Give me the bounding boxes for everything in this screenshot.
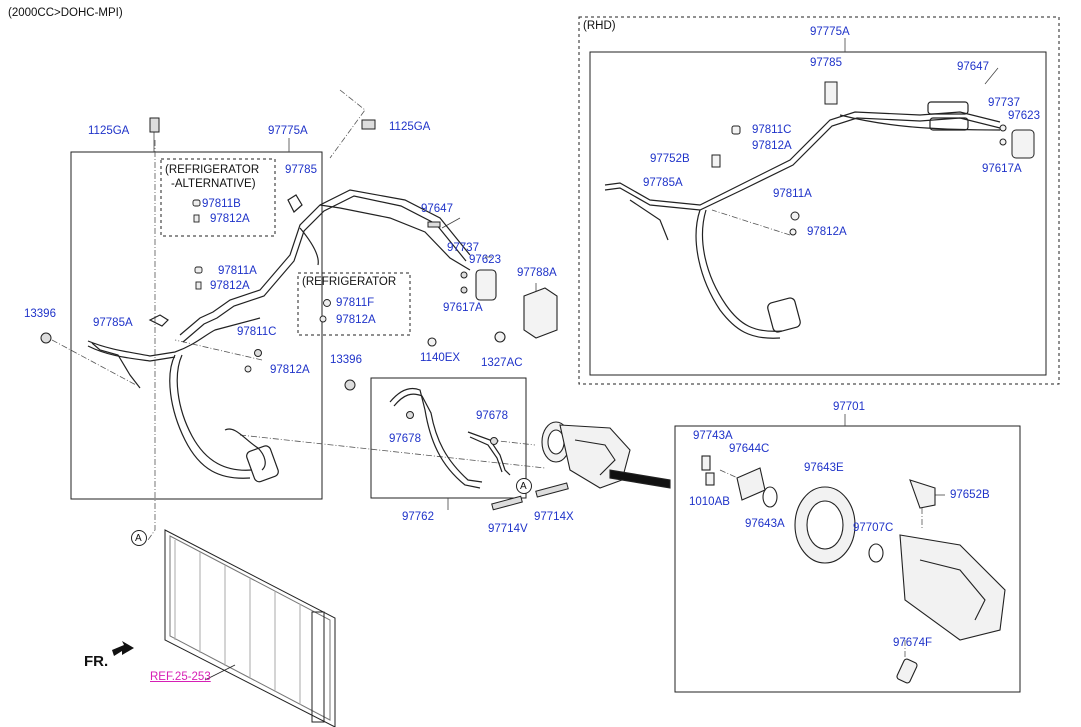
circle-marker-a-center	[516, 478, 532, 494]
comp-part-1010AB[interactable]: 1010AB	[689, 496, 730, 508]
rhd-part-97812A-a[interactable]: 97812A	[752, 140, 792, 152]
part-97737[interactable]: 97737	[447, 242, 479, 254]
rhd-hose-assembly	[604, 101, 1001, 339]
rhd-part-97811C[interactable]: 97811C	[752, 124, 792, 136]
part-97775A[interactable]: 97775A	[268, 125, 308, 137]
main-hose-group-box	[70, 151, 323, 500]
compressor-exploded	[701, 455, 1006, 684]
rhd-part-97785A[interactable]: 97785A	[643, 177, 683, 189]
fasteners	[40, 117, 569, 511]
rhd-part-97811A[interactable]: 97811A	[773, 188, 812, 200]
ref-pointer-line	[204, 664, 236, 681]
refrigerator-alt-box	[160, 158, 276, 237]
part-97812A-alt[interactable]: 97812A	[210, 213, 250, 225]
rhd-inner-box	[589, 51, 1047, 376]
rhd-part-97623[interactable]: 97623	[1008, 110, 1040, 122]
part-97811C[interactable]: 97811C	[237, 326, 277, 338]
part-97811A[interactable]: 97811A	[218, 265, 257, 277]
circle-marker-a-left	[131, 530, 147, 546]
refrigerator-box	[297, 272, 411, 336]
compressor-main	[541, 421, 671, 489]
comp-part-97707C[interactable]: 97707C	[853, 522, 894, 534]
condenser	[164, 529, 336, 727]
part-97812A-ref[interactable]: 97812A	[336, 314, 376, 326]
comp-part-97674F[interactable]: 97674F	[893, 637, 933, 649]
discharge-hose	[389, 387, 511, 489]
rhd-small-parts	[711, 81, 1035, 236]
comp-part-97643E[interactable]: 97643E	[804, 462, 844, 474]
part-97647[interactable]: 97647	[421, 203, 453, 215]
part-97785A[interactable]: 97785A	[93, 317, 133, 329]
part-1140EX[interactable]: 1140EX	[420, 352, 461, 364]
part-13396-left[interactable]: 13396	[24, 308, 56, 320]
compressor-group-box	[674, 425, 1021, 693]
comp-part-97652B[interactable]: 97652B	[950, 489, 990, 501]
part-1125GA-right[interactable]: 1125GA	[389, 121, 431, 133]
part-1327AC[interactable]: 1327AC	[481, 357, 523, 369]
part-13396-mid[interactable]: 13396	[330, 354, 362, 366]
refrigerator-title: (REFRIGERATOR	[302, 276, 397, 288]
part-97811F[interactable]: 97811F	[336, 297, 375, 309]
circle-marker-a-center-label: A	[520, 481, 527, 492]
receiver-drier-parts	[427, 269, 558, 347]
part-97714V[interactable]: 97714V	[488, 523, 528, 535]
circle-marker-a-left-label: A	[135, 533, 142, 544]
part-97812A-a[interactable]: 97812A	[210, 280, 250, 292]
part-97788A[interactable]: 97788A	[517, 267, 557, 279]
part-1125GA-left[interactable]: 1125GA	[88, 125, 130, 137]
comp-part-97743A[interactable]: 97743A	[693, 430, 733, 442]
comp-part-97643A[interactable]: 97643A	[745, 518, 785, 530]
rhd-outer-box	[578, 16, 1060, 385]
refrigerator-alt-title: (REFRIGERATOR	[165, 164, 260, 176]
front-direction-label: FR.	[84, 653, 109, 670]
main-hose-assembly	[87, 189, 471, 483]
refrigerator-alt-subtitle: -ALTERNATIVE)	[171, 178, 256, 190]
rhd-part-97812A-b[interactable]: 97812A	[807, 226, 847, 238]
rhd-part-97775A[interactable]: 97775A	[810, 26, 850, 38]
engine-spec-header: (2000CC>DOHC-MPI)	[8, 7, 123, 19]
comp-part-97701[interactable]: 97701	[833, 401, 865, 413]
part-97811B[interactable]: 97811B	[202, 198, 241, 210]
part-97678-a[interactable]: 97678	[389, 433, 421, 445]
part-97762[interactable]: 97762	[402, 511, 434, 523]
part-97714X[interactable]: 97714X	[534, 511, 574, 523]
rhd-part-97617A[interactable]: 97617A	[982, 163, 1022, 175]
rhd-title: (RHD)	[583, 20, 616, 32]
part-97785[interactable]: 97785	[285, 164, 317, 176]
discharge-hose-group-box	[370, 377, 527, 499]
front-arrow-icon	[112, 641, 134, 656]
rhd-part-97752B[interactable]: 97752B	[650, 153, 690, 165]
part-97623[interactable]: 97623	[469, 254, 501, 266]
rhd-part-97737[interactable]: 97737	[988, 97, 1020, 109]
part-97678-b[interactable]: 97678	[476, 410, 508, 422]
ref-25-253-link[interactable]: REF.25-253	[150, 671, 211, 683]
rhd-part-97647[interactable]: 97647	[957, 61, 989, 73]
part-97617A[interactable]: 97617A	[443, 302, 483, 314]
rhd-part-97785[interactable]: 97785	[810, 57, 842, 69]
part-97812A-b[interactable]: 97812A	[270, 364, 310, 376]
comp-part-97644C[interactable]: 97644C	[729, 443, 770, 455]
